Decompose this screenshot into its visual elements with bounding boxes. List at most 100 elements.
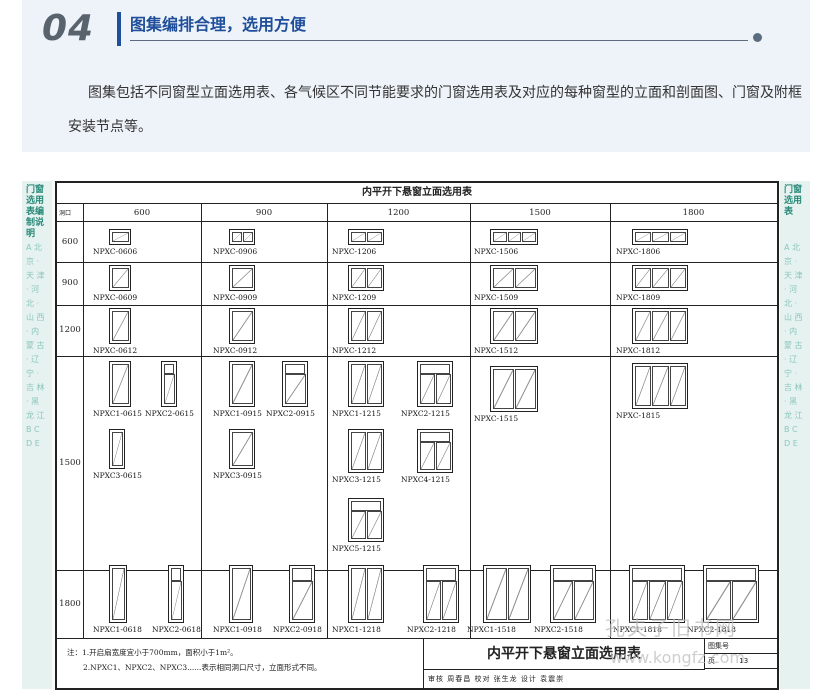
window-sash bbox=[632, 581, 649, 620]
window-elevation bbox=[348, 429, 384, 473]
window-elevation bbox=[423, 565, 459, 623]
window-elevation bbox=[229, 308, 255, 344]
window-elevation bbox=[348, 498, 384, 542]
window-sash bbox=[292, 581, 313, 620]
window-sash bbox=[420, 374, 435, 404]
window-sash bbox=[351, 311, 366, 341]
window-elevation bbox=[490, 265, 538, 291]
row-header: 1800 bbox=[59, 599, 81, 609]
watermark-cn: 孔夫子旧书网 bbox=[605, 616, 737, 640]
grid-hline bbox=[57, 305, 777, 306]
window-elevation bbox=[229, 229, 255, 245]
window-label: NPXC-1506 bbox=[474, 247, 519, 256]
window-sash bbox=[351, 232, 366, 242]
window-label: NPXC-1209 bbox=[332, 293, 377, 302]
grid-vline bbox=[201, 203, 202, 638]
window-sash bbox=[652, 232, 669, 242]
window-sash bbox=[164, 374, 175, 404]
window-sash bbox=[486, 568, 507, 620]
window-label: NPXC2-1818 bbox=[687, 625, 736, 634]
window-sash bbox=[635, 366, 652, 406]
window-sash bbox=[732, 581, 757, 620]
window-sash bbox=[436, 374, 451, 404]
window-label: NPXC-1809 bbox=[616, 293, 661, 302]
window-sash bbox=[553, 581, 573, 620]
window-sash bbox=[232, 364, 253, 404]
drawing-sheet-image: 门窗选用表编制说明 A 北 京 · 天 津 · 河 北 · 山 西 · 内 蒙 … bbox=[22, 181, 810, 690]
window-elevation bbox=[109, 229, 131, 245]
window-label: NPXC2-0918 bbox=[273, 625, 322, 634]
left-tab-label: 门窗选用表编制说明 bbox=[26, 185, 45, 239]
window-sash bbox=[493, 268, 514, 288]
window-sash bbox=[232, 432, 253, 466]
window-elevation bbox=[490, 366, 538, 412]
window-label: NPXC2-1215 bbox=[401, 409, 450, 418]
watermark-en: www.kongfz.com bbox=[610, 648, 745, 667]
window-sash bbox=[515, 311, 536, 341]
window-sash bbox=[669, 311, 686, 341]
window-transom bbox=[171, 568, 181, 581]
title-block: 内平开下悬窗立面选用表 图集号 页 13 审核 周春昌 校对 张生龙 设计 袁震… bbox=[423, 638, 778, 689]
title-block-signatures: 审核 周春昌 校对 张生龙 设计 袁震崇 bbox=[428, 675, 565, 683]
window-label: NPXC-0912 bbox=[213, 346, 258, 355]
window-elevation bbox=[229, 265, 255, 291]
window-label: NPXC3-1215 bbox=[332, 475, 381, 484]
window-elevation bbox=[490, 229, 538, 245]
window-elevation bbox=[348, 229, 384, 245]
title-block-page-number: 13 bbox=[739, 657, 749, 665]
window-sash bbox=[351, 432, 366, 470]
window-elevation bbox=[229, 361, 255, 407]
table-notes: 注：1.开启扇宽度宜小于700mm，面积小于1m²。 2.NPXC1、NPXC2… bbox=[57, 638, 423, 688]
grid-vline bbox=[470, 203, 471, 638]
window-sash bbox=[493, 232, 507, 242]
window-sash bbox=[515, 369, 536, 409]
window-elevation bbox=[229, 565, 253, 623]
window-sash bbox=[351, 364, 366, 404]
window-label: NPXC-0906 bbox=[213, 247, 258, 256]
window-elevation bbox=[490, 308, 538, 344]
section-number: 04 bbox=[42, 8, 95, 49]
window-sash bbox=[112, 232, 129, 242]
window-sash bbox=[367, 311, 382, 341]
window-sash bbox=[706, 581, 731, 620]
window-label: NPXC1-0618 bbox=[93, 625, 142, 634]
window-label: NPXC3-0915 bbox=[213, 471, 262, 480]
row-header: 600 bbox=[61, 237, 79, 247]
window-sash bbox=[367, 568, 382, 620]
window-elevation bbox=[632, 265, 688, 291]
window-transom bbox=[164, 364, 174, 374]
window-sash bbox=[351, 511, 366, 539]
window-elevation bbox=[417, 361, 453, 407]
window-sash bbox=[666, 581, 683, 620]
column-header: 600 bbox=[133, 208, 151, 218]
window-label: NPXC-0612 bbox=[93, 346, 138, 355]
window-elevation bbox=[629, 565, 685, 623]
window-elevation bbox=[417, 429, 453, 473]
grid-hline bbox=[57, 570, 777, 571]
note-line-1: 注：1.开启扇宽度宜小于700mm，面积小于1m²。 bbox=[67, 648, 238, 657]
window-label: NPXC1-1215 bbox=[332, 409, 381, 418]
title-block-page-label: 页 bbox=[708, 657, 715, 665]
window-transom bbox=[292, 568, 312, 581]
window-sash bbox=[652, 311, 669, 341]
window-sash bbox=[522, 232, 536, 242]
window-sash bbox=[493, 311, 514, 341]
window-elevation bbox=[109, 308, 131, 344]
right-tab-label: 门窗选用表 bbox=[784, 185, 803, 217]
column-header: 1200 bbox=[387, 208, 410, 218]
window-elevation bbox=[550, 565, 596, 623]
window-elevation bbox=[109, 361, 131, 407]
row-header: 1500 bbox=[59, 458, 81, 468]
window-label: NPXC-1212 bbox=[332, 346, 377, 355]
title-block-page: 页 13 bbox=[704, 654, 778, 669]
window-sash bbox=[652, 366, 669, 406]
window-sash bbox=[635, 311, 652, 341]
window-elevation bbox=[109, 265, 131, 291]
window-elevation bbox=[348, 265, 384, 291]
window-transom bbox=[285, 364, 305, 374]
window-transom bbox=[351, 501, 381, 511]
window-sash bbox=[243, 232, 253, 242]
window-transom bbox=[553, 568, 593, 581]
grid-vline bbox=[610, 203, 611, 638]
right-tab-faded-text: A 北 京 · 天 津 · 河 北 · 山 西 · 内 蒙 古 · 辽 宁 · … bbox=[784, 243, 803, 448]
